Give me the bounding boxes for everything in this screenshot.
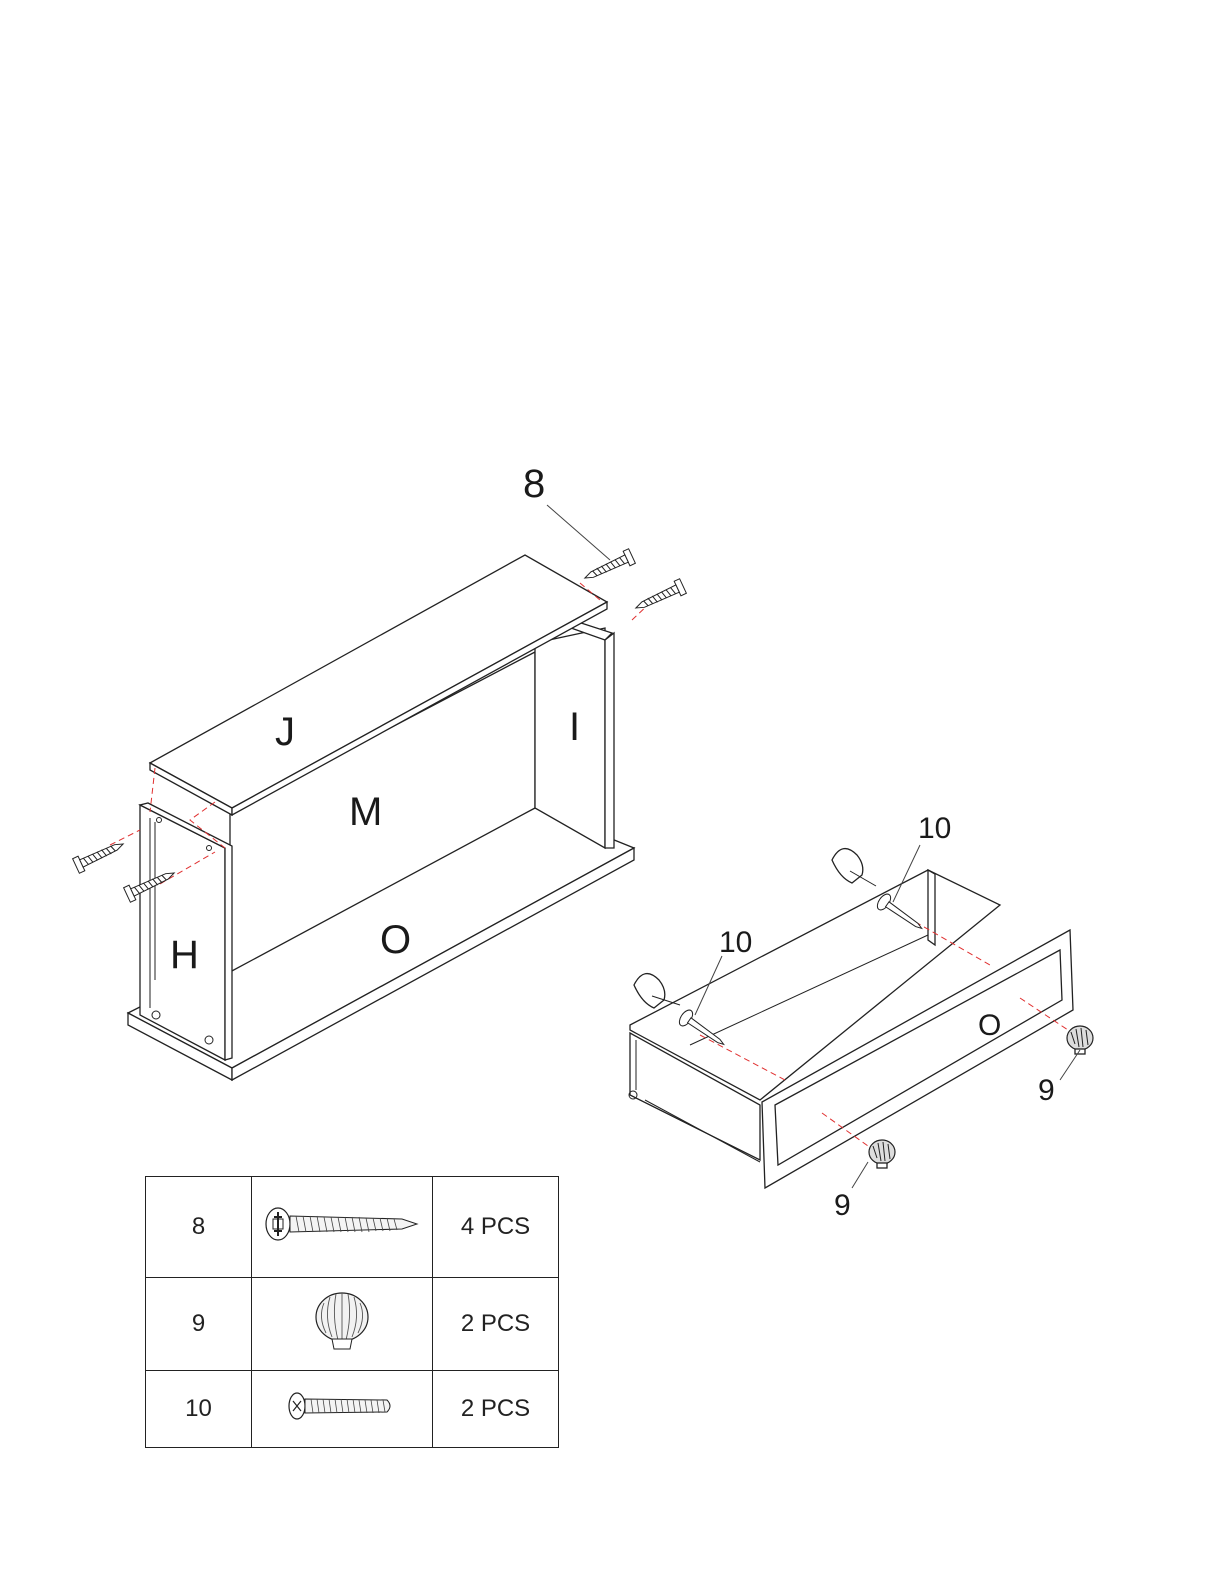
hardware-quantity: 4 PCS: [433, 1177, 559, 1278]
label-drawer-front-o: O: [978, 1009, 1001, 1042]
screw-8-left-upper: [73, 837, 127, 873]
hardware-quantity: 2 PCS: [433, 1278, 559, 1371]
hardware-number: 9: [146, 1278, 252, 1371]
table-row: 8 4 PCS: [146, 1177, 559, 1278]
knob-9-callout-left: 9: [834, 1189, 851, 1222]
cabinet-assembly: 8 J I M H O: [73, 462, 687, 1080]
knob-9-callout-right: 9: [1038, 1074, 1055, 1107]
screw-10-callout-left: 10: [719, 926, 752, 959]
drawer-assembly: 10 10 9 9 O: [629, 812, 1093, 1222]
hardware-quantity: 2 PCS: [433, 1371, 559, 1448]
wood-screw-icon: [252, 1177, 433, 1278]
knob-9-left: [869, 1140, 895, 1168]
screw-8-right: [632, 579, 686, 615]
hardware-number: 10: [146, 1371, 252, 1448]
hardware-table: 8 4 PCS 9 2 PCS 10: [145, 1176, 559, 1448]
label-top-panel-j: J: [275, 710, 295, 754]
screwdriver-hand-icon-right: [832, 849, 876, 886]
knob-9-right: [1067, 1026, 1093, 1054]
screw-8-top-right: [581, 549, 635, 585]
label-back-panel-m: M: [349, 790, 382, 834]
screwdriver-hand-icon-left: [634, 974, 680, 1008]
hardware-number: 8: [146, 1177, 252, 1278]
left-side-panel-h: [140, 803, 232, 1060]
knob-icon: [252, 1278, 433, 1371]
table-row: 9 2 PCS: [146, 1278, 559, 1371]
screw-8-callout: 8: [523, 462, 545, 506]
label-left-side-h: H: [170, 933, 199, 977]
label-bottom-panel-o: O: [380, 918, 411, 962]
table-row: 10 2 PCS: [146, 1371, 559, 1448]
screw-10-callout-right: 10: [918, 812, 951, 845]
machine-screw-icon: [252, 1371, 433, 1448]
label-right-side-i: I: [569, 705, 580, 749]
